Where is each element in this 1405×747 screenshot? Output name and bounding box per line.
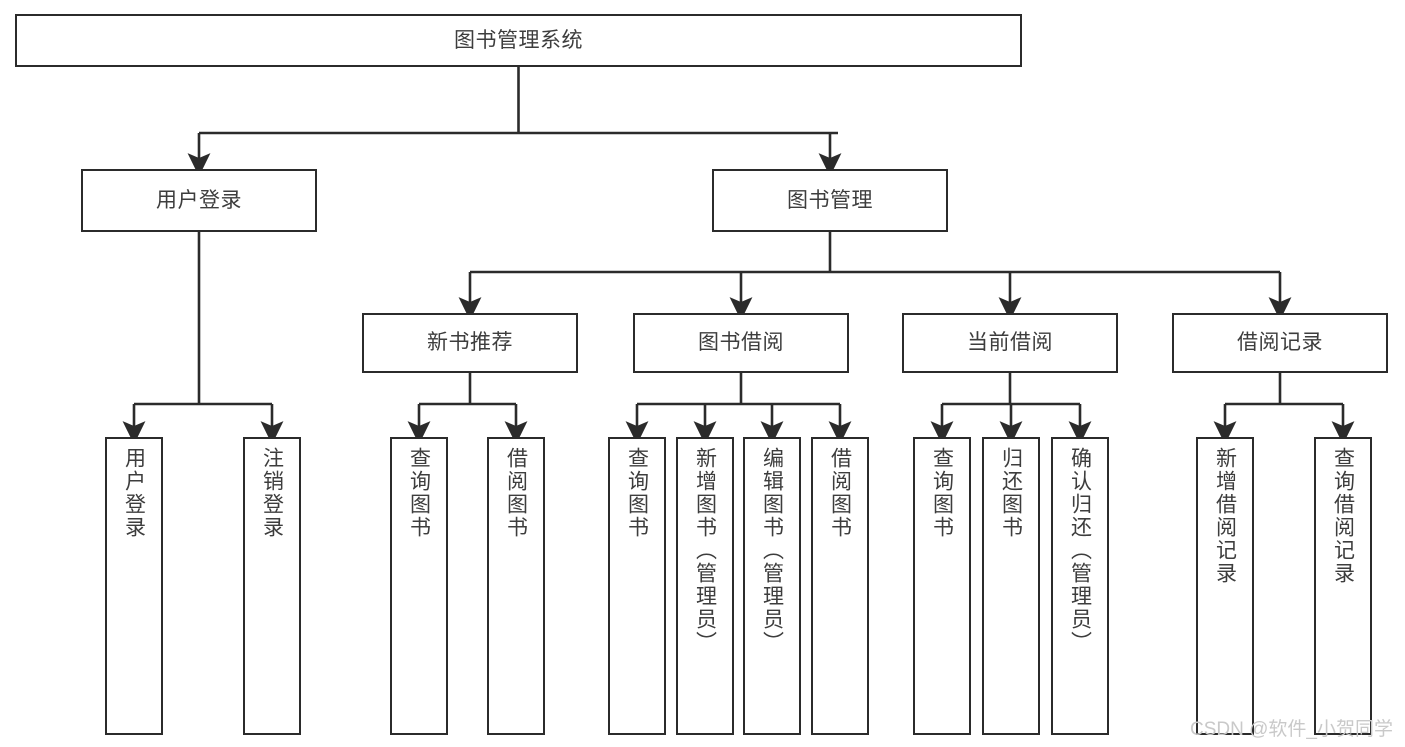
node-new-book-recommend-label: 新书推荐: [427, 331, 513, 355]
node-current-borrow[interactable]: 当前借阅: [902, 313, 1118, 373]
node-book-management-label: 图书管理: [787, 188, 873, 212]
leaf-edit-book-admin[interactable]: 编辑图书（管理员）: [743, 437, 801, 735]
leaf-confirm-return-admin-label: 确认归还（管理员）: [1068, 447, 1092, 654]
leaf-user-login[interactable]: 用户登录: [105, 437, 163, 735]
leaf-borrow-book-recommend-label: 借阅图书: [504, 447, 528, 539]
leaf-edit-book-admin-label: 编辑图书（管理员）: [760, 447, 784, 654]
leaf-logout[interactable]: 注销登录: [243, 437, 301, 735]
node-borrow-record[interactable]: 借阅记录: [1172, 313, 1388, 373]
leaf-add-book-admin[interactable]: 新增图书（管理员）: [676, 437, 734, 735]
leaf-confirm-return-admin[interactable]: 确认归还（管理员）: [1051, 437, 1109, 735]
leaf-query-book-current[interactable]: 查询图书: [913, 437, 971, 735]
leaf-query-book-recommend[interactable]: 查询图书: [390, 437, 448, 735]
leaf-query-book-borrow-label: 查询图书: [625, 447, 649, 539]
leaf-return-book-label: 归还图书: [999, 447, 1023, 539]
node-borrow-record-label: 借阅记录: [1237, 331, 1323, 355]
node-new-book-recommend[interactable]: 新书推荐: [362, 313, 578, 373]
leaf-return-book[interactable]: 归还图书: [982, 437, 1040, 735]
leaf-user-login-label: 用户登录: [122, 447, 146, 539]
node-book-management[interactable]: 图书管理: [712, 169, 948, 232]
leaf-add-book-admin-label: 新增图书（管理员）: [693, 447, 717, 654]
node-book-borrow-label: 图书借阅: [698, 331, 784, 355]
node-current-borrow-label: 当前借阅: [967, 331, 1053, 355]
node-user-login-label: 用户登录: [156, 188, 242, 212]
leaf-query-book-current-label: 查询图书: [930, 447, 954, 539]
leaf-borrow-book-label: 借阅图书: [828, 447, 852, 539]
leaf-query-borrow-record-label: 查询借阅记录: [1331, 447, 1355, 585]
leaf-query-book-recommend-label: 查询图书: [407, 447, 431, 539]
leaf-logout-label: 注销登录: [260, 447, 284, 539]
leaf-borrow-book[interactable]: 借阅图书: [811, 437, 869, 735]
node-root-system-label: 图书管理系统: [454, 28, 583, 52]
leaf-borrow-book-recommend[interactable]: 借阅图书: [487, 437, 545, 735]
leaf-add-borrow-record-label: 新增借阅记录: [1213, 447, 1237, 585]
leaf-query-borrow-record[interactable]: 查询借阅记录: [1314, 437, 1372, 735]
leaf-add-borrow-record[interactable]: 新增借阅记录: [1196, 437, 1254, 735]
node-book-borrow[interactable]: 图书借阅: [633, 313, 849, 373]
node-user-login[interactable]: 用户登录: [81, 169, 317, 232]
node-root-system[interactable]: 图书管理系统: [15, 14, 1022, 67]
leaf-query-book-borrow[interactable]: 查询图书: [608, 437, 666, 735]
csdn-watermark: CSDN @软件_小贺同学: [1190, 719, 1393, 740]
